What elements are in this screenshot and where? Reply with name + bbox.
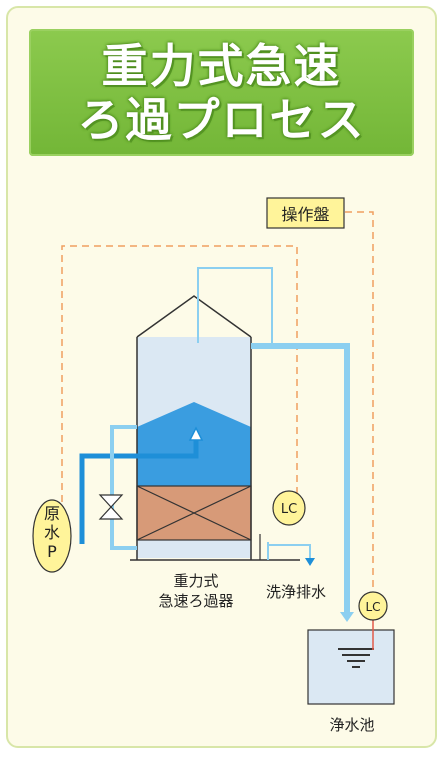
signal-line-pump-lc	[61, 245, 298, 502]
control-panel-label: 操作盤	[266, 197, 345, 229]
purified-water-tank-label: 浄水池	[329, 716, 374, 734]
signal-lines	[61, 211, 374, 598]
level-controller-tank: LC	[358, 591, 388, 621]
pump-text-3: P	[47, 542, 57, 561]
signal-line-panel-lc	[345, 211, 374, 598]
filter-vessel	[130, 295, 300, 561]
vent-pipe	[197, 267, 273, 346]
title-banner: 重力式急速 ろ過プロセス	[29, 29, 414, 156]
purified-water-tank	[307, 618, 395, 705]
raw-water-pipe	[79, 436, 199, 544]
control-panel-text: 操作盤	[281, 205, 329, 224]
filter-media	[136, 485, 252, 541]
filter-label-1: 重力式	[173, 572, 218, 590]
raw-water-pump: 原 水 P	[32, 499, 72, 573]
pump-text-2: 水	[44, 523, 60, 542]
underdrain-water	[137, 540, 251, 558]
pump-text-1: 原	[44, 504, 60, 523]
filter-label-2: 急速ろ過器	[158, 592, 233, 610]
purified-water-arrow	[340, 612, 354, 622]
drain-arrow	[305, 558, 315, 566]
lc-filter-text: LC	[281, 502, 297, 517]
level-controller-filter: LC	[272, 490, 306, 526]
backwash-drain-label: 洗浄排水	[266, 583, 326, 601]
drain-pipe	[267, 542, 311, 560]
title-line-2: ろ過プロセス	[77, 93, 366, 147]
raw-water-arrow	[188, 426, 204, 441]
backwash-pipe	[110, 425, 137, 550]
purified-water-pipe	[251, 343, 350, 612]
lc-tank-text: LC	[365, 600, 380, 614]
valve-icon	[98, 494, 124, 520]
title-line-1: 重力式急速	[101, 39, 342, 93]
